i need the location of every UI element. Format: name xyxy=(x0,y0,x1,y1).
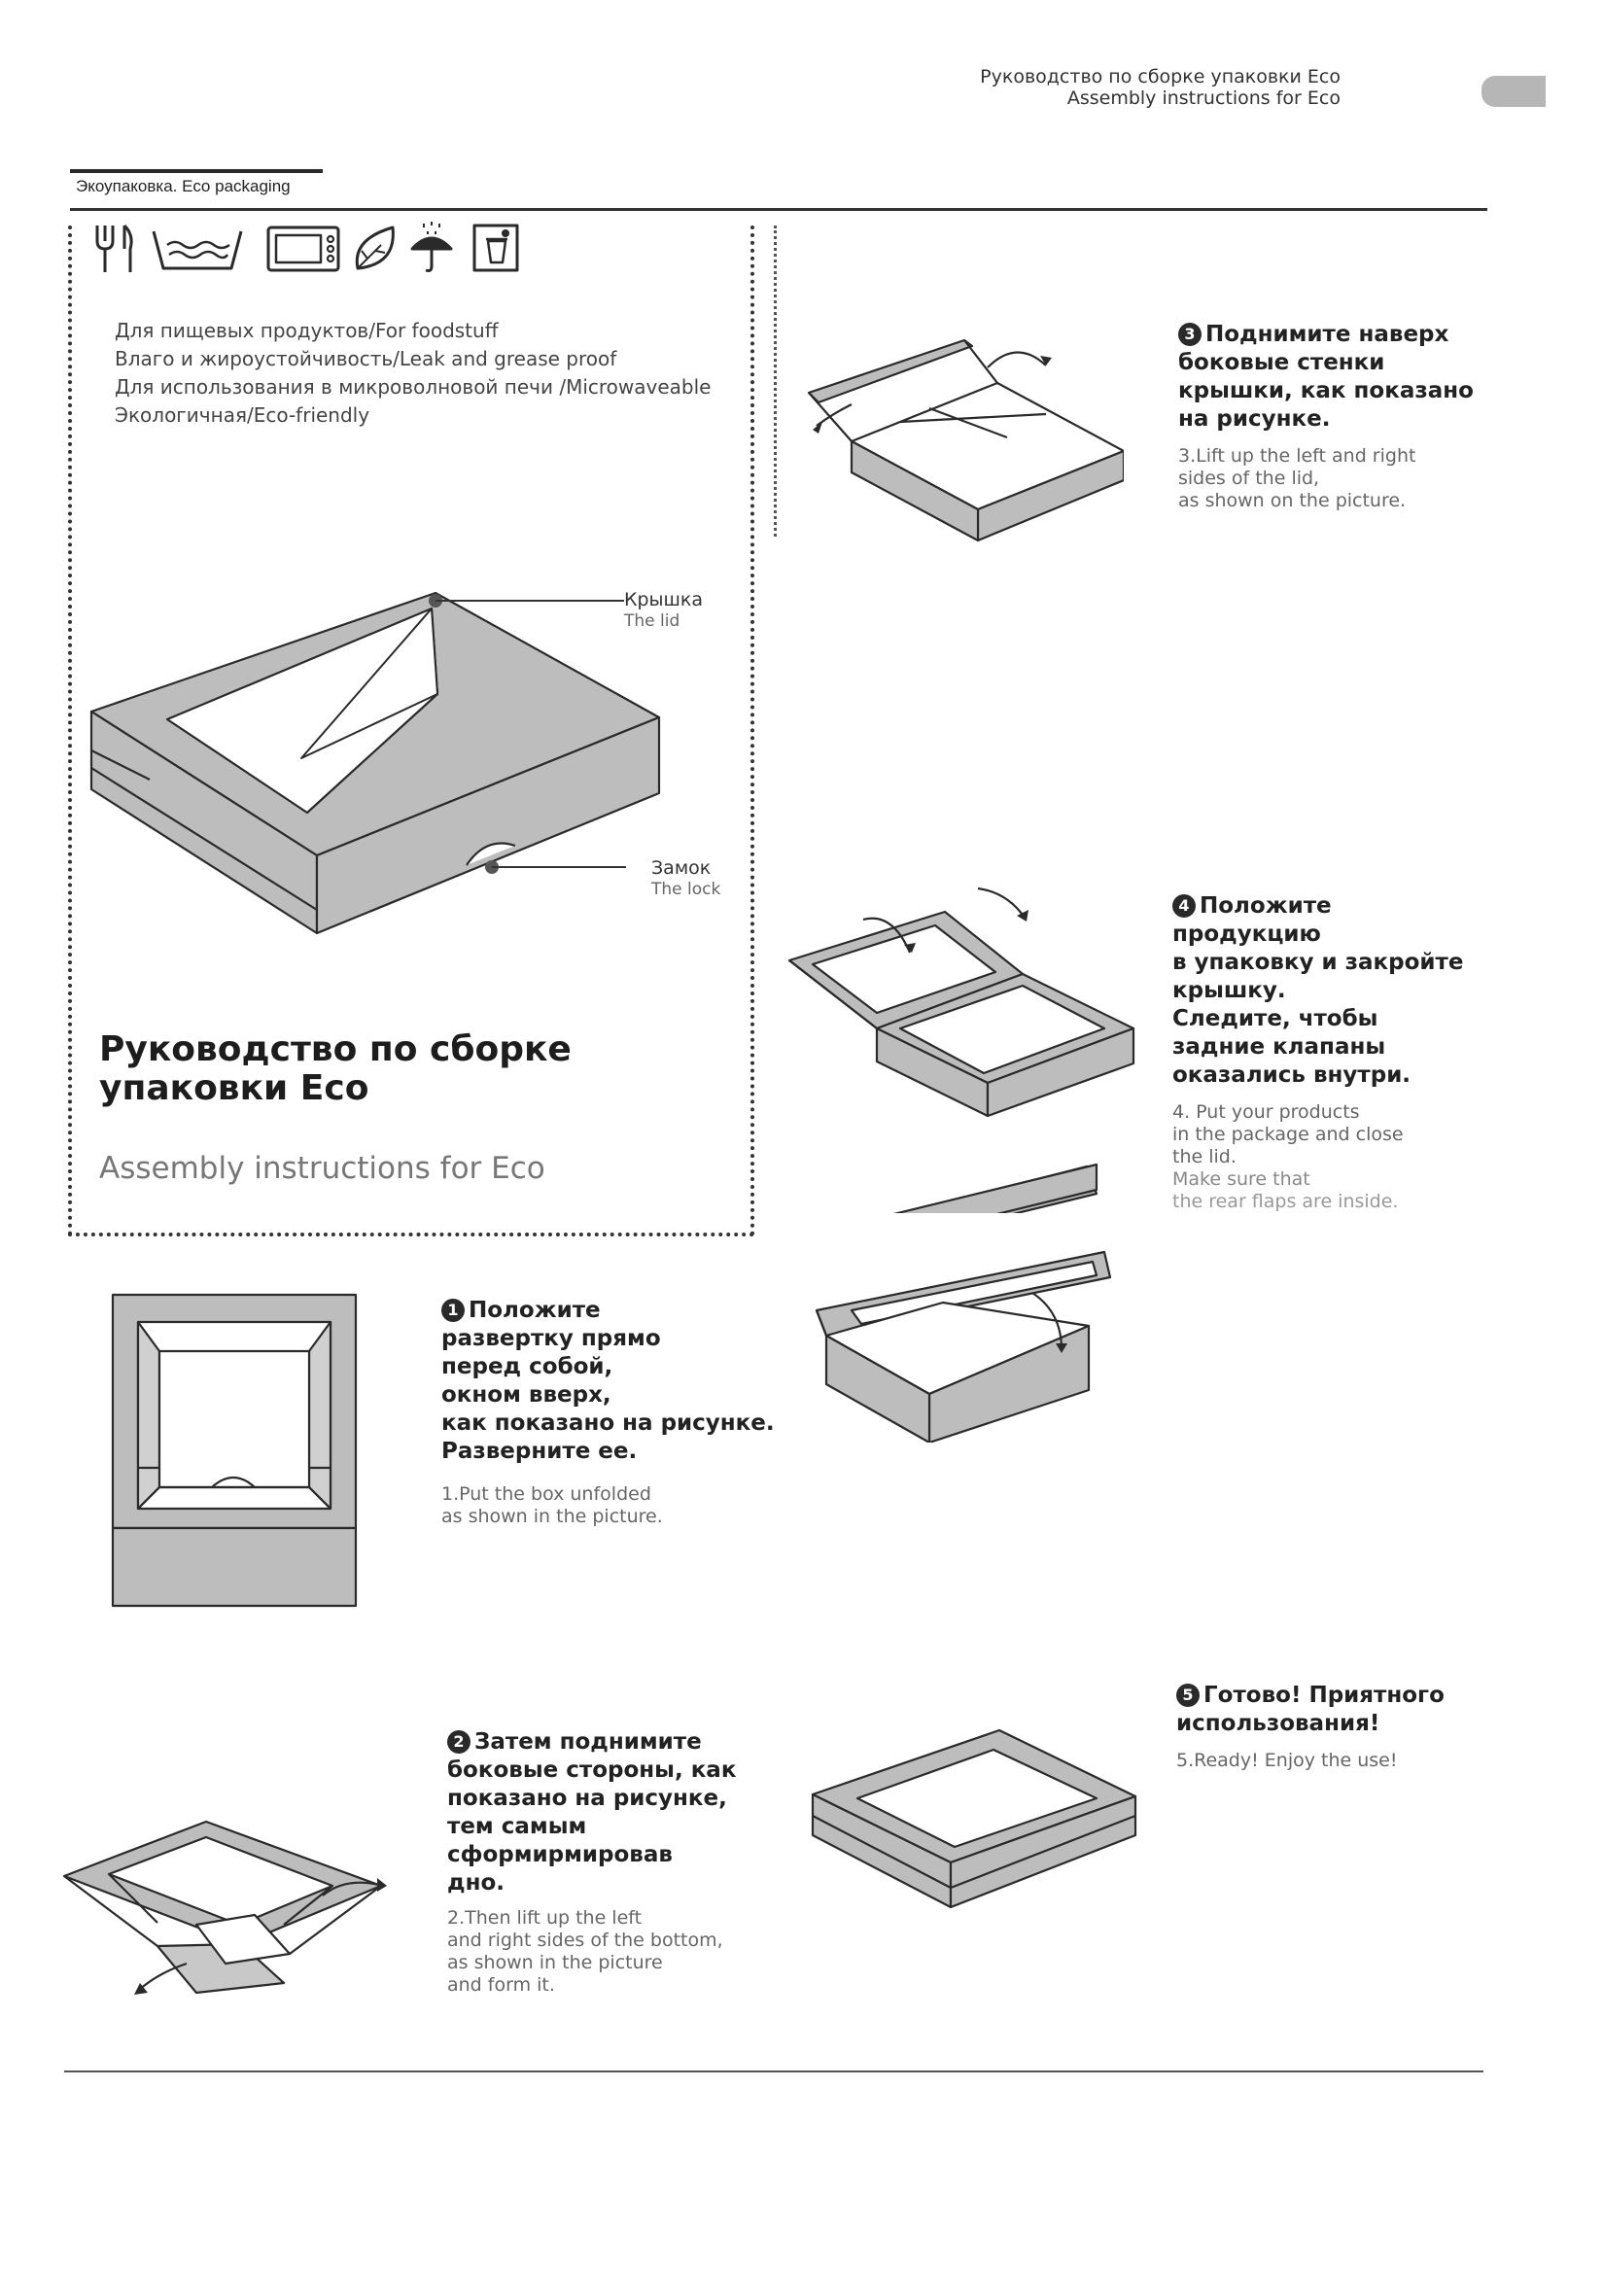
property-item: Влаго и жироустойчивость/Leak and grease… xyxy=(115,347,617,370)
step-1-diagram xyxy=(111,1293,358,1608)
main-title-ru: Руководство по сборке упаковки Eco xyxy=(99,1030,572,1108)
step-4-en: 4. Put your products in the package and … xyxy=(1172,1101,1404,1212)
step-5-diagram xyxy=(811,1728,1137,1909)
lid-label-ru: Крышка xyxy=(624,589,704,610)
box-diagram-main xyxy=(89,591,661,935)
lid-callout: Крышка The lid xyxy=(624,589,703,632)
property-item: Экологичная/Eco-friendly xyxy=(115,403,370,427)
lid-label-en: The lid xyxy=(624,611,680,631)
step-4-number: 4 xyxy=(1172,894,1196,918)
step-4-closed-diagram xyxy=(815,1250,1112,1443)
step-1-number: 1 xyxy=(441,1299,465,1322)
step-3-en: 3.Lift up the left and right sides of th… xyxy=(1178,445,1416,511)
leaf-icon xyxy=(355,226,395,270)
step-4-diagram xyxy=(787,887,1135,1213)
main-title-ru-line: Руководство по сборке xyxy=(99,1029,572,1069)
trash-bin-icon xyxy=(472,224,519,272)
section-label: Экоупаковка. Eco packaging xyxy=(76,177,291,195)
grease-proof-icon xyxy=(152,230,243,270)
column-divider-dotted xyxy=(774,226,777,537)
step-2-number: 2 xyxy=(447,1730,470,1754)
step-2-diagram xyxy=(62,1820,387,1995)
properties-list: Для пищевых продуктов/For foodstuff Влаг… xyxy=(115,317,711,430)
page-tab-marker xyxy=(1481,76,1546,107)
step-5-number: 5 xyxy=(1176,1684,1200,1707)
lock-label-en: The lock xyxy=(651,880,721,899)
main-title-en: Assembly instructions for Eco xyxy=(99,1151,545,1186)
header-title-ru: Руководство по сборке упаковки Eco xyxy=(980,66,1341,87)
property-item: Для пищевых продуктов/For foodstuff xyxy=(115,319,499,342)
microwave-icon xyxy=(266,226,340,272)
step-1-en: 1.Put the box unfolded as shown in the p… xyxy=(441,1483,663,1527)
intro-dotted-frame xyxy=(68,226,754,1236)
lock-callout: Замок The lock xyxy=(651,857,720,900)
header-rule-short xyxy=(70,169,323,173)
main-title-ru-line: упаковки Eco xyxy=(99,1068,369,1108)
property-icons xyxy=(95,222,519,272)
page-header: Руководство по сборке упаковки Eco Assem… xyxy=(980,66,1341,109)
lock-label-ru: Замок xyxy=(651,857,712,879)
step-3-number: 3 xyxy=(1178,323,1202,346)
umbrella-icon xyxy=(410,222,453,272)
footer-rule xyxy=(64,2070,1483,2072)
fork-knife-icon xyxy=(95,224,133,272)
property-item: Для использования в микроволновой печи /… xyxy=(115,375,712,399)
header-title-en: Assembly instructions for Eco xyxy=(1066,87,1341,109)
step-5-en: 5.Ready! Enjoy the use! xyxy=(1176,1750,1398,1771)
header-rule xyxy=(70,208,1487,211)
step-3-diagram xyxy=(807,338,1124,542)
step-2-en: 2.Then lift up the left and right sides … xyxy=(447,1907,723,1996)
